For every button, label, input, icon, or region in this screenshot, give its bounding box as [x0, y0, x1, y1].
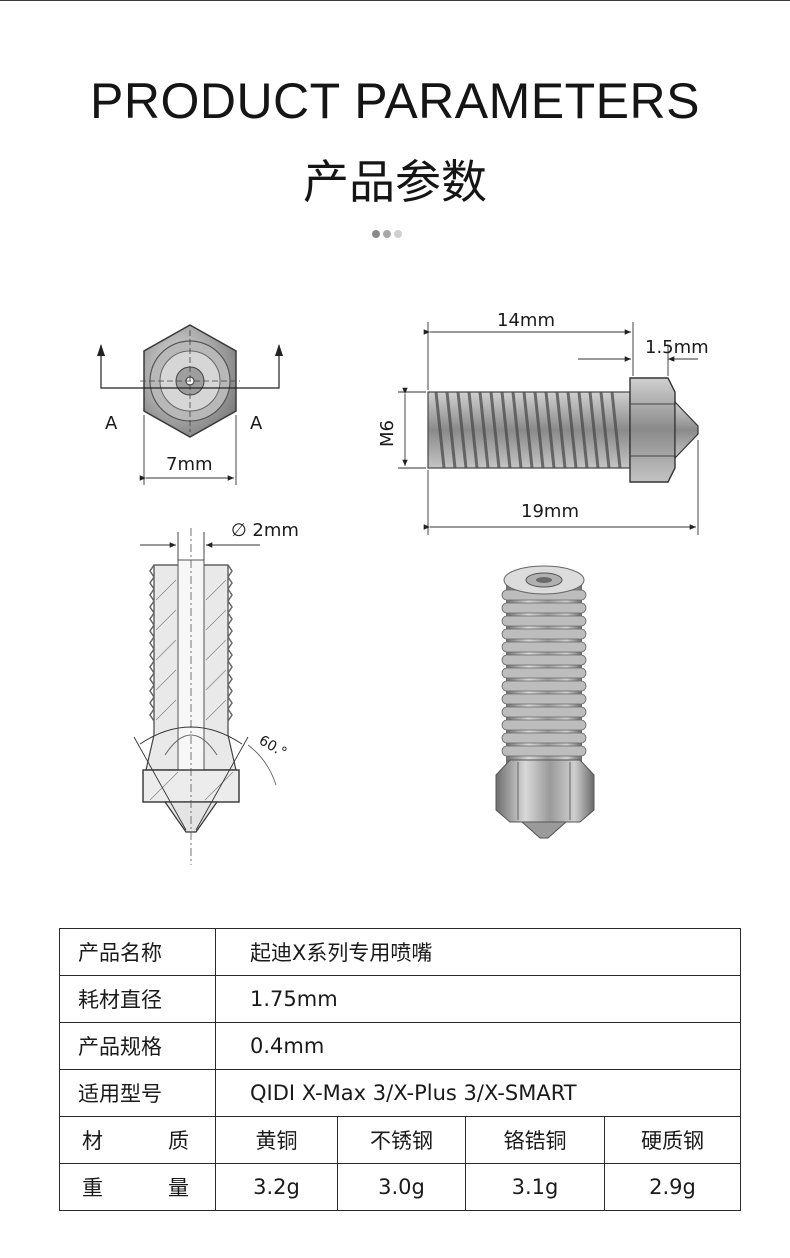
tip-length-dimension: 1.5mm	[645, 337, 709, 358]
row-value: 0.4mm	[215, 1022, 741, 1070]
top-view-hex	[97, 324, 283, 485]
row-value: 1.75mm	[215, 975, 741, 1023]
weight-cell: 3.2g	[215, 1163, 338, 1211]
material-cell: 不锈钢	[337, 1116, 466, 1164]
pager-dot	[383, 230, 391, 238]
page-title-cn: 产品参数	[303, 155, 487, 209]
weight-cell: 3.1g	[465, 1163, 605, 1211]
hex-width-dimension: 7mm	[166, 454, 213, 475]
row-value: QIDI X-Max 3/X-Plus 3/X-SMART	[215, 1069, 741, 1117]
section-label-right: A	[250, 413, 263, 434]
technical-drawing: A A 7mm 14mm 1.5mm	[97, 310, 709, 865]
table-row: 耗材直径 1.75mm	[59, 975, 741, 1023]
table-row: 适用型号 QIDI X-Max 3/X-Plus 3/X-SMART	[59, 1069, 741, 1117]
row-label: 产品名称	[59, 928, 216, 976]
table-row: 产品规格 0.4mm	[59, 1022, 741, 1070]
pager-dot	[394, 230, 402, 238]
parameter-table: 产品名称 起迪X系列专用喷嘴 耗材直径 1.75mm 产品规格 0.4mm 适用…	[59, 928, 741, 1211]
section-view	[133, 528, 277, 865]
row-label: 适用型号	[59, 1069, 216, 1117]
material-cell: 黄铜	[215, 1116, 338, 1164]
row-label: 产品规格	[59, 1022, 216, 1070]
pager-dots	[372, 230, 402, 238]
side-view-nozzle	[398, 322, 699, 535]
weight-cell: 2.9g	[604, 1163, 741, 1211]
thread-size-dimension: M6	[377, 420, 398, 447]
table-row-weights: 重量 3.2g 3.0g 3.1g 2.9g	[59, 1163, 741, 1211]
table-row-materials: 材质 黄铜 不锈钢 铬锆铜 硬质钢	[59, 1116, 741, 1164]
pager-dot	[372, 230, 380, 238]
material-cell: 铬锆铜	[465, 1116, 605, 1164]
row-label: 耗材直径	[59, 975, 216, 1023]
table-row: 产品名称 起迪X系列专用喷嘴	[59, 928, 741, 976]
section-label-left: A	[105, 413, 118, 434]
thread-length-dimension: 14mm	[497, 310, 555, 331]
weight-cell: 3.0g	[337, 1163, 466, 1211]
nozzle-product-render	[495, 565, 595, 839]
row-label-weight: 重量	[59, 1163, 216, 1211]
top-divider	[0, 0, 790, 1]
row-value: 起迪X系列专用喷嘴	[215, 928, 741, 976]
row-label-material: 材质	[59, 1116, 216, 1164]
material-cell: 硬质钢	[604, 1116, 741, 1164]
total-length-dimension: 19mm	[521, 501, 579, 522]
bore-diameter-dimension: ∅ 2mm	[231, 520, 299, 541]
page-title-en: PRODUCT PARAMETERS	[89, 73, 700, 129]
